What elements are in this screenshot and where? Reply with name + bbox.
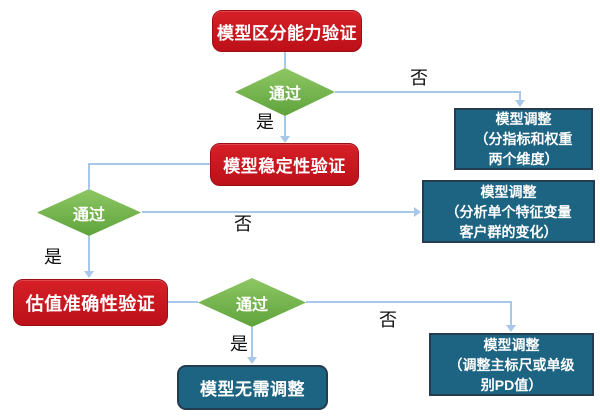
connector-step3-decision3 (168, 301, 198, 303)
decision-node-pass-3: 通过 (198, 278, 306, 327)
connector-decision3-end (251, 327, 253, 359)
adjust-node-1-line1: 模型调整 (495, 111, 552, 127)
connector-decision3-adjust3-v (510, 301, 512, 327)
edge-label-yes-2: 是 (44, 247, 62, 267)
arrowhead-into-step3 (84, 271, 94, 278)
process-node-discrimination-validation: 模型区分能力验证 (212, 10, 362, 52)
arrowhead-into-adjust2 (414, 207, 421, 217)
arrowhead-into-adjust1 (515, 100, 525, 107)
connector-decision2-adjust2 (142, 211, 416, 213)
edge-label-no-1: 否 (410, 68, 428, 88)
connector-decision2-step3 (88, 236, 90, 273)
process-node-accuracy-validation: 估值准确性验证 (13, 279, 168, 326)
connector-step2-decision2-h (89, 163, 210, 165)
adjust-node-2-line3: 客户群的变化） (459, 223, 558, 240)
edge-label-no-3: 否 (379, 310, 397, 330)
end-node-no-adjustment: 模型无需调整 (177, 365, 328, 410)
process-node-stability-validation: 模型稳定性验证 (210, 143, 359, 186)
connector-decision1-step2 (284, 116, 286, 138)
arrowhead-into-adjust3 (506, 325, 516, 332)
connector-step1-decision1 (284, 52, 286, 68)
adjust-node-3-line1: 模型调整 (483, 336, 540, 353)
adjust-node-2-line1: 模型调整 (480, 183, 537, 200)
edge-label-no-2: 否 (234, 214, 252, 234)
edge-label-yes-1: 是 (256, 112, 274, 132)
adjust-node-1-line2: （分指标和权重 (474, 131, 573, 147)
adjust-node-1-line3: 两个维度） (488, 151, 559, 167)
connector-decision3-adjust3-h (306, 301, 512, 303)
adjust-node-3-line2: （调整主标尺或单级 (448, 356, 575, 373)
adjust-node-3-line3: 别PD值） (480, 376, 543, 393)
edge-label-yes-3: 是 (230, 334, 248, 354)
adjust-node-2-line2: （分析单个特征变量 (445, 203, 572, 220)
adjust-node-3: 模型调整 （调整主标尺或单级 别PD值） (429, 333, 594, 396)
decision-node-pass-1: 通过 (235, 68, 335, 116)
connector-step2-decision2-v (88, 163, 90, 190)
adjust-node-1: 模型调整 （分指标和权重 两个维度） (454, 108, 593, 170)
connector-decision1-adjust1-h (335, 91, 521, 93)
arrowhead-into-end (247, 357, 257, 364)
connector-decision1-adjust1-v (519, 91, 521, 102)
decision-node-pass-2: 通过 (37, 189, 141, 236)
adjust-node-2: 模型调整 （分析单个特征变量 客户群的变化） (422, 180, 595, 243)
arrowhead-into-step2 (280, 136, 290, 143)
